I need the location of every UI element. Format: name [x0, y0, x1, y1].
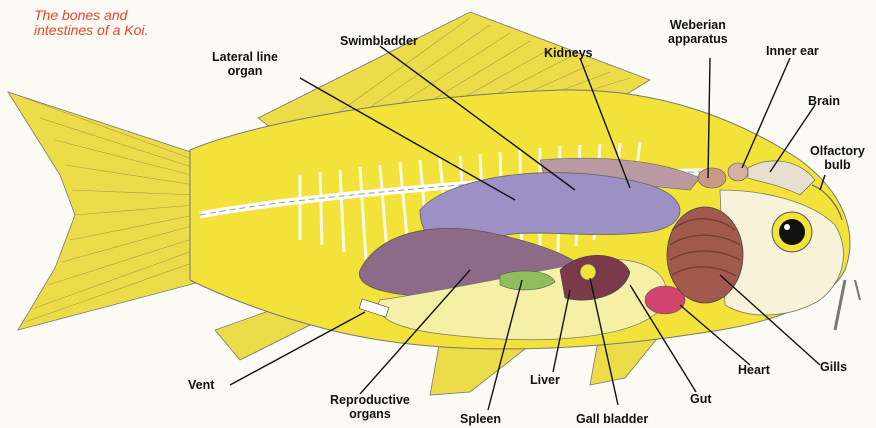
barbel — [835, 280, 845, 330]
label-gills: Gills — [820, 360, 847, 374]
label-heart: Heart — [738, 363, 770, 377]
weberian-apparatus — [698, 168, 726, 188]
label-vent: Vent — [188, 378, 214, 392]
label-swimbladder: Swimbladder — [340, 34, 418, 48]
label-spleen: Spleen — [460, 412, 501, 426]
label-reproductive-organs: Reproductive organs — [330, 393, 410, 421]
label-kidneys: Kidneys — [544, 46, 593, 60]
label-lateral-line-organ: Lateral line organ — [212, 50, 278, 78]
label-inner-ear: Inner ear — [766, 44, 819, 58]
gills — [667, 207, 743, 303]
label-gut: Gut — [690, 392, 712, 406]
gall-bladder — [580, 264, 596, 280]
label-liver: Liver — [530, 373, 560, 387]
inner-ear — [728, 163, 748, 181]
label-brain: Brain — [808, 94, 840, 108]
label-olfactory-bulb: Olfactory bulb — [810, 144, 865, 172]
label-weberian-apparatus: Weberian apparatus — [668, 18, 728, 46]
label-gall-bladder: Gall bladder — [576, 412, 648, 426]
